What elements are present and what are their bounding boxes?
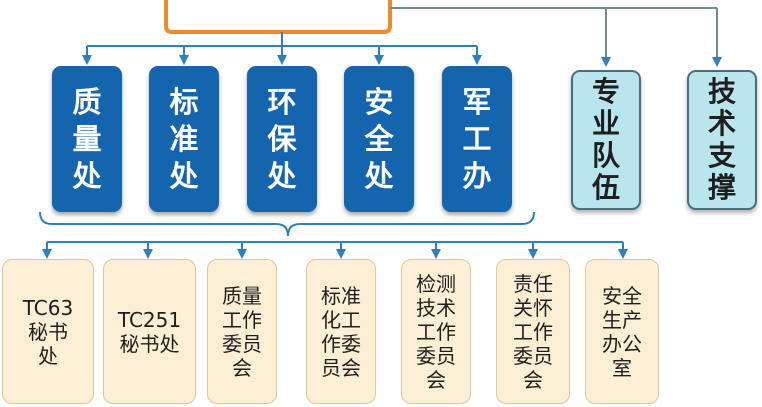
unit-label-line: 责任 [513, 271, 553, 296]
unit-label-line: 化工 [321, 307, 361, 332]
unit-label-line: 检测 [416, 271, 456, 296]
dept-box-environment: 环 保 处 [247, 66, 317, 212]
dept-label-line: 处 [364, 158, 394, 193]
team-label-line: 伍 [591, 171, 620, 204]
unit-box-tc251: TC251 秘书处 [103, 259, 196, 404]
unit-box-safety-office: 安全 生产 办公 室 [585, 259, 659, 404]
dept-label-line: 办 [462, 158, 492, 193]
team-box-tech-support: 技 术 支 撑 [687, 70, 757, 210]
dept-label-line: 全 [364, 121, 394, 156]
unit-label-line: 委员 [416, 343, 456, 368]
dept-label-line: 处 [169, 158, 199, 193]
team-label-line: 技 [707, 75, 736, 108]
unit-box-testing-committee: 检测 技术 工作 委员 会 [401, 259, 471, 404]
unit-label-line: 工作 [222, 307, 262, 332]
unit-label-line: 委员 [222, 331, 262, 356]
unit-label-line: 办公 [602, 331, 642, 356]
unit-label-line: 标准 [321, 283, 361, 308]
team-label-line: 术 [707, 107, 736, 140]
top-box [164, 0, 392, 34]
unit-label-line: 技术 [416, 295, 456, 320]
dept-label-line: 安 [364, 84, 394, 119]
unit-box-standardization-committee: 标准 化工 作委 员会 [306, 259, 376, 404]
unit-label-line: 处 [38, 343, 58, 368]
dept-label-line: 保 [267, 121, 297, 156]
unit-label-line: TC251 [117, 307, 182, 332]
unit-box-tc63: TC63 秘书 处 [2, 259, 94, 404]
unit-label-line: 会 [523, 367, 543, 392]
team-label-line: 支 [707, 139, 736, 172]
unit-label-line: 安全 [602, 283, 642, 308]
dept-box-safety: 安 全 处 [344, 66, 414, 212]
dept-label-line: 质 [72, 84, 102, 119]
dept-box-military: 军 工 办 [442, 66, 512, 212]
dept-label-line: 标 [169, 84, 199, 119]
team-label-line: 专 [591, 75, 620, 108]
dept-label-line: 处 [72, 158, 102, 193]
unit-label-line: 作委 [321, 331, 361, 356]
unit-label-line: 工作 [513, 319, 553, 344]
unit-box-responsible-care-committee: 责任 关怀 工作 委员 会 [496, 259, 570, 404]
dept-box-quality: 质 量 处 [52, 66, 122, 212]
unit-label-line: 室 [612, 355, 632, 380]
brace-under-departments [39, 211, 535, 237]
unit-label-line: 质量 [222, 283, 262, 308]
unit-label-line: 会 [232, 355, 252, 380]
unit-label-line: 委员 [513, 343, 553, 368]
unit-label-line: TC63 [22, 295, 74, 320]
team-box-professional: 专 业 队 伍 [571, 70, 641, 210]
team-label-line: 队 [591, 139, 620, 172]
unit-label-line: 工作 [416, 319, 456, 344]
dept-label-line: 准 [169, 121, 199, 156]
dept-box-standards: 标 准 处 [149, 66, 219, 212]
unit-box-quality-committee: 质量 工作 委员 会 [207, 259, 277, 404]
dept-label-line: 环 [267, 84, 297, 119]
unit-label-line: 秘书 [28, 319, 68, 344]
dept-label-line: 处 [267, 158, 297, 193]
dept-label-line: 军 [462, 84, 492, 119]
team-label-line: 业 [591, 107, 620, 140]
dept-label-line: 工 [462, 121, 492, 156]
unit-label-line: 秘书处 [119, 331, 180, 356]
unit-label-line: 关怀 [513, 295, 553, 320]
unit-label-line: 生产 [602, 307, 642, 332]
team-label-line: 撑 [707, 171, 736, 204]
dept-label-line: 量 [72, 121, 102, 156]
unit-label-line: 会 [426, 367, 446, 392]
unit-label-line: 员会 [321, 355, 361, 380]
